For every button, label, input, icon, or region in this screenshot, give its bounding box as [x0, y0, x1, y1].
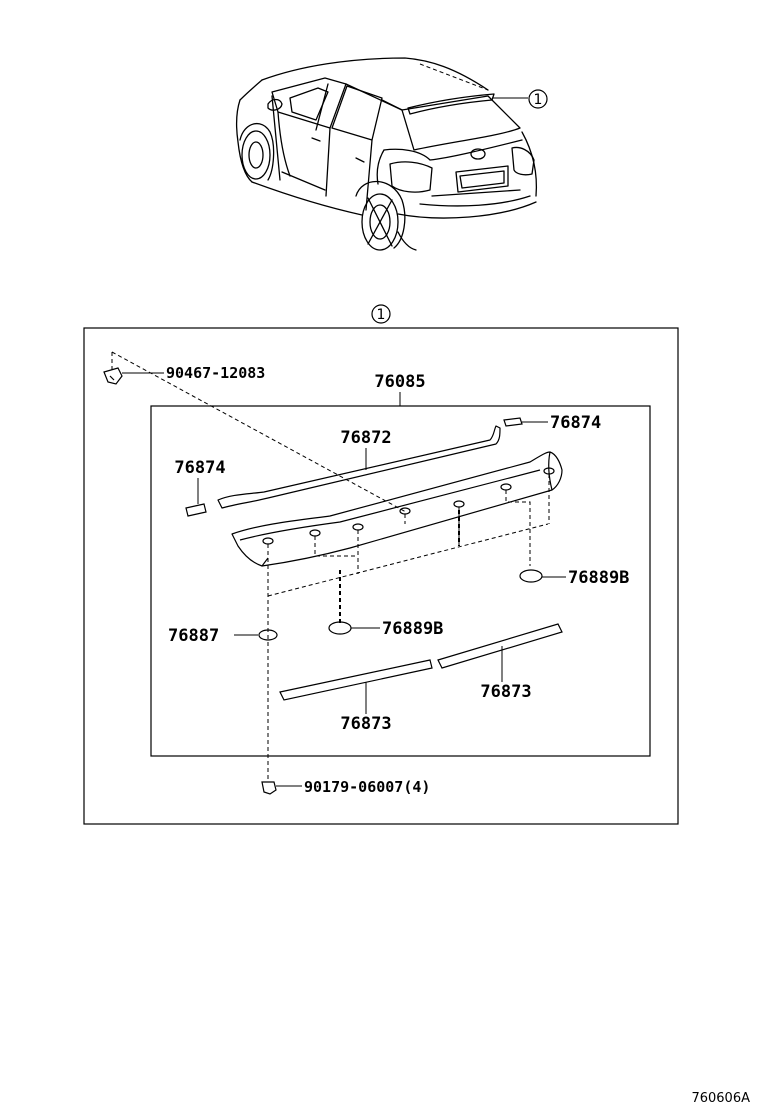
- pad-76889b-center: [328, 621, 352, 635]
- label-76889b-right: 76889B: [568, 568, 629, 588]
- label-76085: 76085: [374, 372, 425, 392]
- label-76872: 76872: [340, 428, 391, 448]
- pad-76874-right: [503, 417, 523, 427]
- label-76874-left: 76874: [174, 458, 225, 478]
- callout-number-top: 1: [534, 92, 543, 108]
- label-90467-12083: 90467-12083: [166, 364, 265, 382]
- label-76887: 76887: [168, 626, 219, 646]
- car-illustration: [236, 57, 538, 251]
- detail-outer-frame: [83, 327, 679, 825]
- reference-code: 760606A: [691, 1091, 750, 1106]
- callout-circle-detail: [371, 304, 391, 324]
- clip-90467: [103, 367, 123, 385]
- label-76874-right: 76874: [550, 413, 601, 433]
- label-76873-right: 76873: [480, 682, 531, 702]
- callout-circle-top: [528, 89, 548, 109]
- tape-76873-right: [437, 623, 563, 669]
- molding-76872: [217, 425, 501, 509]
- callout-number-detail: 1: [377, 307, 386, 323]
- clip-90179: [261, 781, 277, 795]
- pad-76889b-right: [519, 569, 543, 583]
- label-90179-06007: 90179-06007(4): [304, 778, 430, 796]
- spoiler-body: [231, 451, 563, 567]
- pad-76874-left: [185, 503, 207, 517]
- label-76873-left: 76873: [340, 714, 391, 734]
- pad-76887: [258, 629, 278, 641]
- dashed-guides: [267, 474, 550, 782]
- label-76889b-center: 76889B: [382, 619, 443, 639]
- tape-76873-left: [279, 659, 433, 701]
- callout-dashed-leader: [419, 63, 489, 91]
